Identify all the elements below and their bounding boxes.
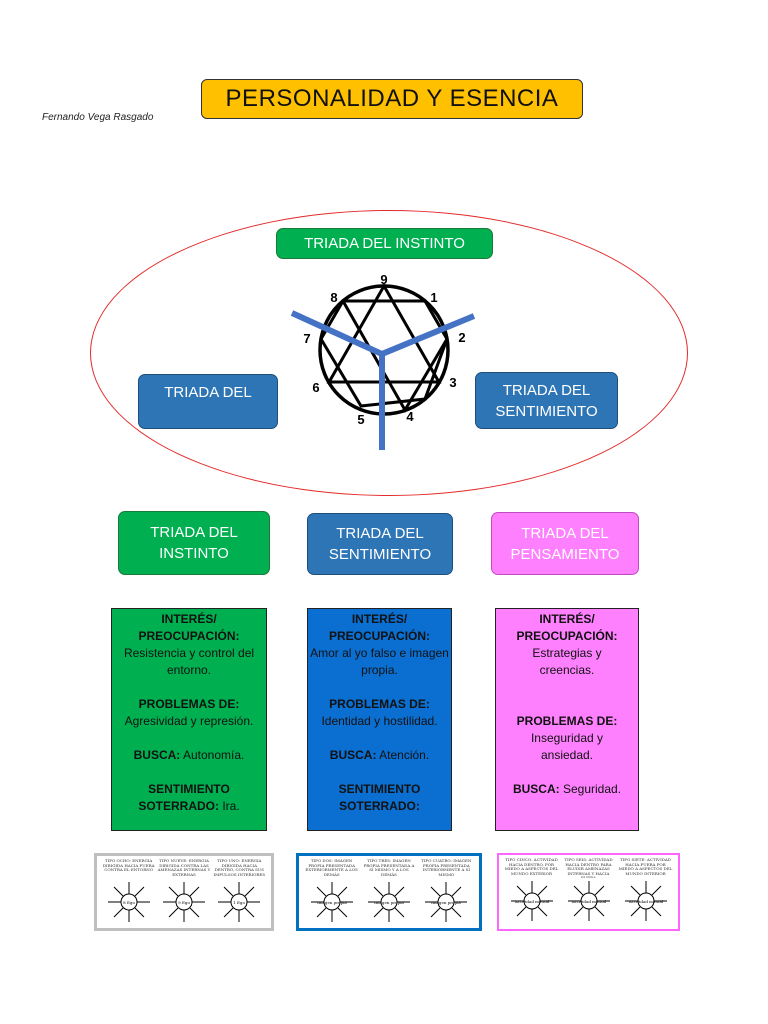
type-center-label: Imagen propia [374, 900, 404, 905]
interest-label: INTERÉS/ PREOCUPACIÓN: [516, 612, 618, 643]
type-diagram: TIPO OCHO: ENERGÍA DIRIGIDA HACIA FUERA … [102, 859, 156, 929]
seeks-label: BUSCA: [512, 782, 560, 796]
enneagram-number: 5 [357, 412, 364, 427]
thinking-triad-heading: TRIADA DEL PENSAMIENTO [491, 512, 639, 575]
type-center-label: Imagen propia [317, 900, 347, 905]
problems-value: Inseguridad y ansiedad. [530, 731, 604, 762]
instinct-triad-heading: TRIADA DEL INSTINTO [118, 511, 270, 575]
arrows-in-icon: Actividad mental [510, 881, 553, 921]
type-diagram: TIPO CUATRO: IMAGEN PROPIA PRESENTADA IN… [419, 859, 473, 929]
arrows-in-icon: Imagen propia [425, 882, 468, 922]
type-diagram: TIPO SIETE: ACTIVIDAD HACIA FUERA POR MI… [619, 858, 673, 928]
author-name: Fernando Vega Rasgado [42, 112, 154, 123]
type-diagram: TIPO CINCO: ACTIVIDAD HACIA DENTRO, POR … [505, 858, 559, 928]
interest-value: Resistencia y control del entorno. [123, 646, 255, 677]
arrows-out-icon: Actividad mental [624, 881, 667, 921]
type-center-label: 9 Ego [178, 900, 190, 905]
seeks-value: Seguridad. [559, 782, 622, 796]
problems-label: PROBLEMAS DE: [138, 697, 240, 711]
feeling-types-thumbnail: TIPO DOS: IMAGEN PROPIA PRESENTADA EXTER… [296, 853, 482, 931]
triad-label-left: TRIADA DEL [138, 374, 278, 429]
arrows-out-icon: Imagen propia [310, 882, 353, 922]
arrows-both-icon: Imagen propia [367, 882, 410, 922]
type-caption: TIPO DOS: IMAGEN PROPIA PRESENTADA EXTER… [305, 859, 358, 877]
type-center-label: 1 Ego [233, 900, 245, 905]
enneagram-number: 3 [449, 375, 456, 390]
type-caption: TIPO SEIS: ACTIVIDAD HACIA DENTRO PARA E… [564, 858, 613, 878]
seeks-value: Autonomía. [180, 748, 245, 762]
type-caption: TIPO CUATRO: IMAGEN PROPIA PRESENTADA IN… [421, 859, 472, 877]
arrows-both-icon: Actividad mental [567, 881, 610, 921]
type-caption: TIPO OCHO: ENERGÍA DIRIGIDA HACIA FUERA … [102, 859, 155, 872]
type-center-label: Actividad mental [513, 899, 549, 904]
thinking-types-thumbnail: TIPO CINCO: ACTIVIDAD HACIA DENTRO, POR … [497, 853, 680, 931]
triads-oval [90, 210, 688, 496]
feeling-triad-heading: TRIADA DEL SENTIMIENTO [307, 513, 453, 575]
instinct-triad-card: INTERÉS/ PREOCUPACIÓN: Resistencia y con… [111, 608, 267, 831]
problems-label: PROBLEMAS DE: [329, 697, 430, 711]
problems-value: Identidad y hostilidad. [321, 714, 438, 728]
type-diagram: TIPO TRES: IMAGEN PROPIA PRESENTADA A SÍ… [362, 859, 416, 929]
enneagram-number: 7 [303, 331, 310, 346]
problems-label: PROBLEMAS DE: [516, 714, 618, 728]
type-caption: TIPO TRES: IMAGEN PROPIA PRESENTADA A SÍ… [363, 859, 415, 877]
type-caption: TIPO NUEVE: ENERGÍA DIRIGIDA CONTRA LAS … [157, 859, 211, 877]
arrows-out-icon: 8 Ego [107, 882, 150, 922]
enneagram-number: 8 [330, 290, 337, 305]
enneagram-number: 1 [430, 290, 437, 305]
feeling-triad-card: INTERÉS/ PREOCUPACIÓN: Amor al yo falso … [307, 608, 452, 831]
page-title: PERSONALIDAD Y ESENCIA [201, 79, 583, 119]
enneagram-number: 9 [380, 272, 387, 287]
type-center-label: 8 Ego [123, 900, 135, 905]
type-diagram: TIPO NUEVE: ENERGÍA DIRIGIDA CONTRA LAS … [157, 859, 211, 929]
arrows-both-icon: 9 Ego [162, 882, 205, 922]
type-caption: TIPO UNO: ENERGÍA DIRIGIDA HACIA DENTRO,… [213, 859, 266, 877]
type-caption: TIPO SIETE: ACTIVIDAD HACIA FUERA POR MI… [618, 858, 673, 876]
hidden-feeling-label: SENTIMIENTO SOTERRADO: [338, 782, 421, 813]
instinct-types-thumbnail: TIPO OCHO: ENERGÍA DIRIGIDA HACIA FUERA … [94, 853, 274, 931]
hidden-feeling-label: SENTIMIENTO SOTERRADO: [138, 782, 230, 813]
feeling-triad-label-right: TRIADA DEL SENTIMIENTO [475, 372, 618, 429]
enneagram-hexad-2 [341, 300, 449, 413]
type-center-label: Actividad mental [570, 899, 606, 904]
enneagram-number: 2 [458, 330, 465, 345]
title-text: PERSONALIDAD Y ESENCIA [225, 85, 559, 112]
seeks-value: Atención. [376, 748, 430, 762]
interest-value: Estrategias y creencias. [532, 646, 602, 677]
interest-label: INTERÉS/ PREOCUPACIÓN: [138, 612, 240, 643]
arrows-in-icon: 1 Ego [218, 882, 261, 922]
enneagram-diagram: 9 1 2 3 4 5 6 7 8 [290, 272, 476, 450]
interest-label: INTERÉS/ PREOCUPACIÓN: [328, 612, 431, 643]
hidden-feeling-value: Ira. [219, 799, 240, 813]
triad-divider-left [290, 310, 384, 357]
interest-value: Amor al yo falso e imagen propia. [310, 646, 449, 677]
type-diagram: TIPO UNO: ENERGÍA DIRIGIDA HACIA DENTRO,… [212, 859, 266, 929]
enneagram-number: 6 [312, 380, 319, 395]
type-diagram: TIPO SEIS: ACTIVIDAD HACIA DENTRO PARA E… [562, 858, 616, 928]
type-diagram: TIPO DOS: IMAGEN PROPIA PRESENTADA EXTER… [305, 859, 359, 929]
triad-divider-right [380, 313, 476, 357]
seeks-label: BUSCA: [133, 748, 181, 762]
problems-value: Agresividad y represión. [124, 714, 254, 728]
type-center-label: Imagen propia [431, 900, 461, 905]
thinking-triad-card: INTERÉS/ PREOCUPACIÓN: Estrategias y cre… [495, 608, 639, 831]
seeks-label: BUSCA: [329, 748, 377, 762]
type-center-label: Actividad mental [627, 899, 663, 904]
instinct-triad-label-top: TRIADA DEL INSTINTO [276, 228, 493, 259]
type-caption: TIPO CINCO: ACTIVIDAD HACIA DENTRO, POR … [504, 858, 559, 876]
enneagram-number: 4 [406, 409, 414, 424]
